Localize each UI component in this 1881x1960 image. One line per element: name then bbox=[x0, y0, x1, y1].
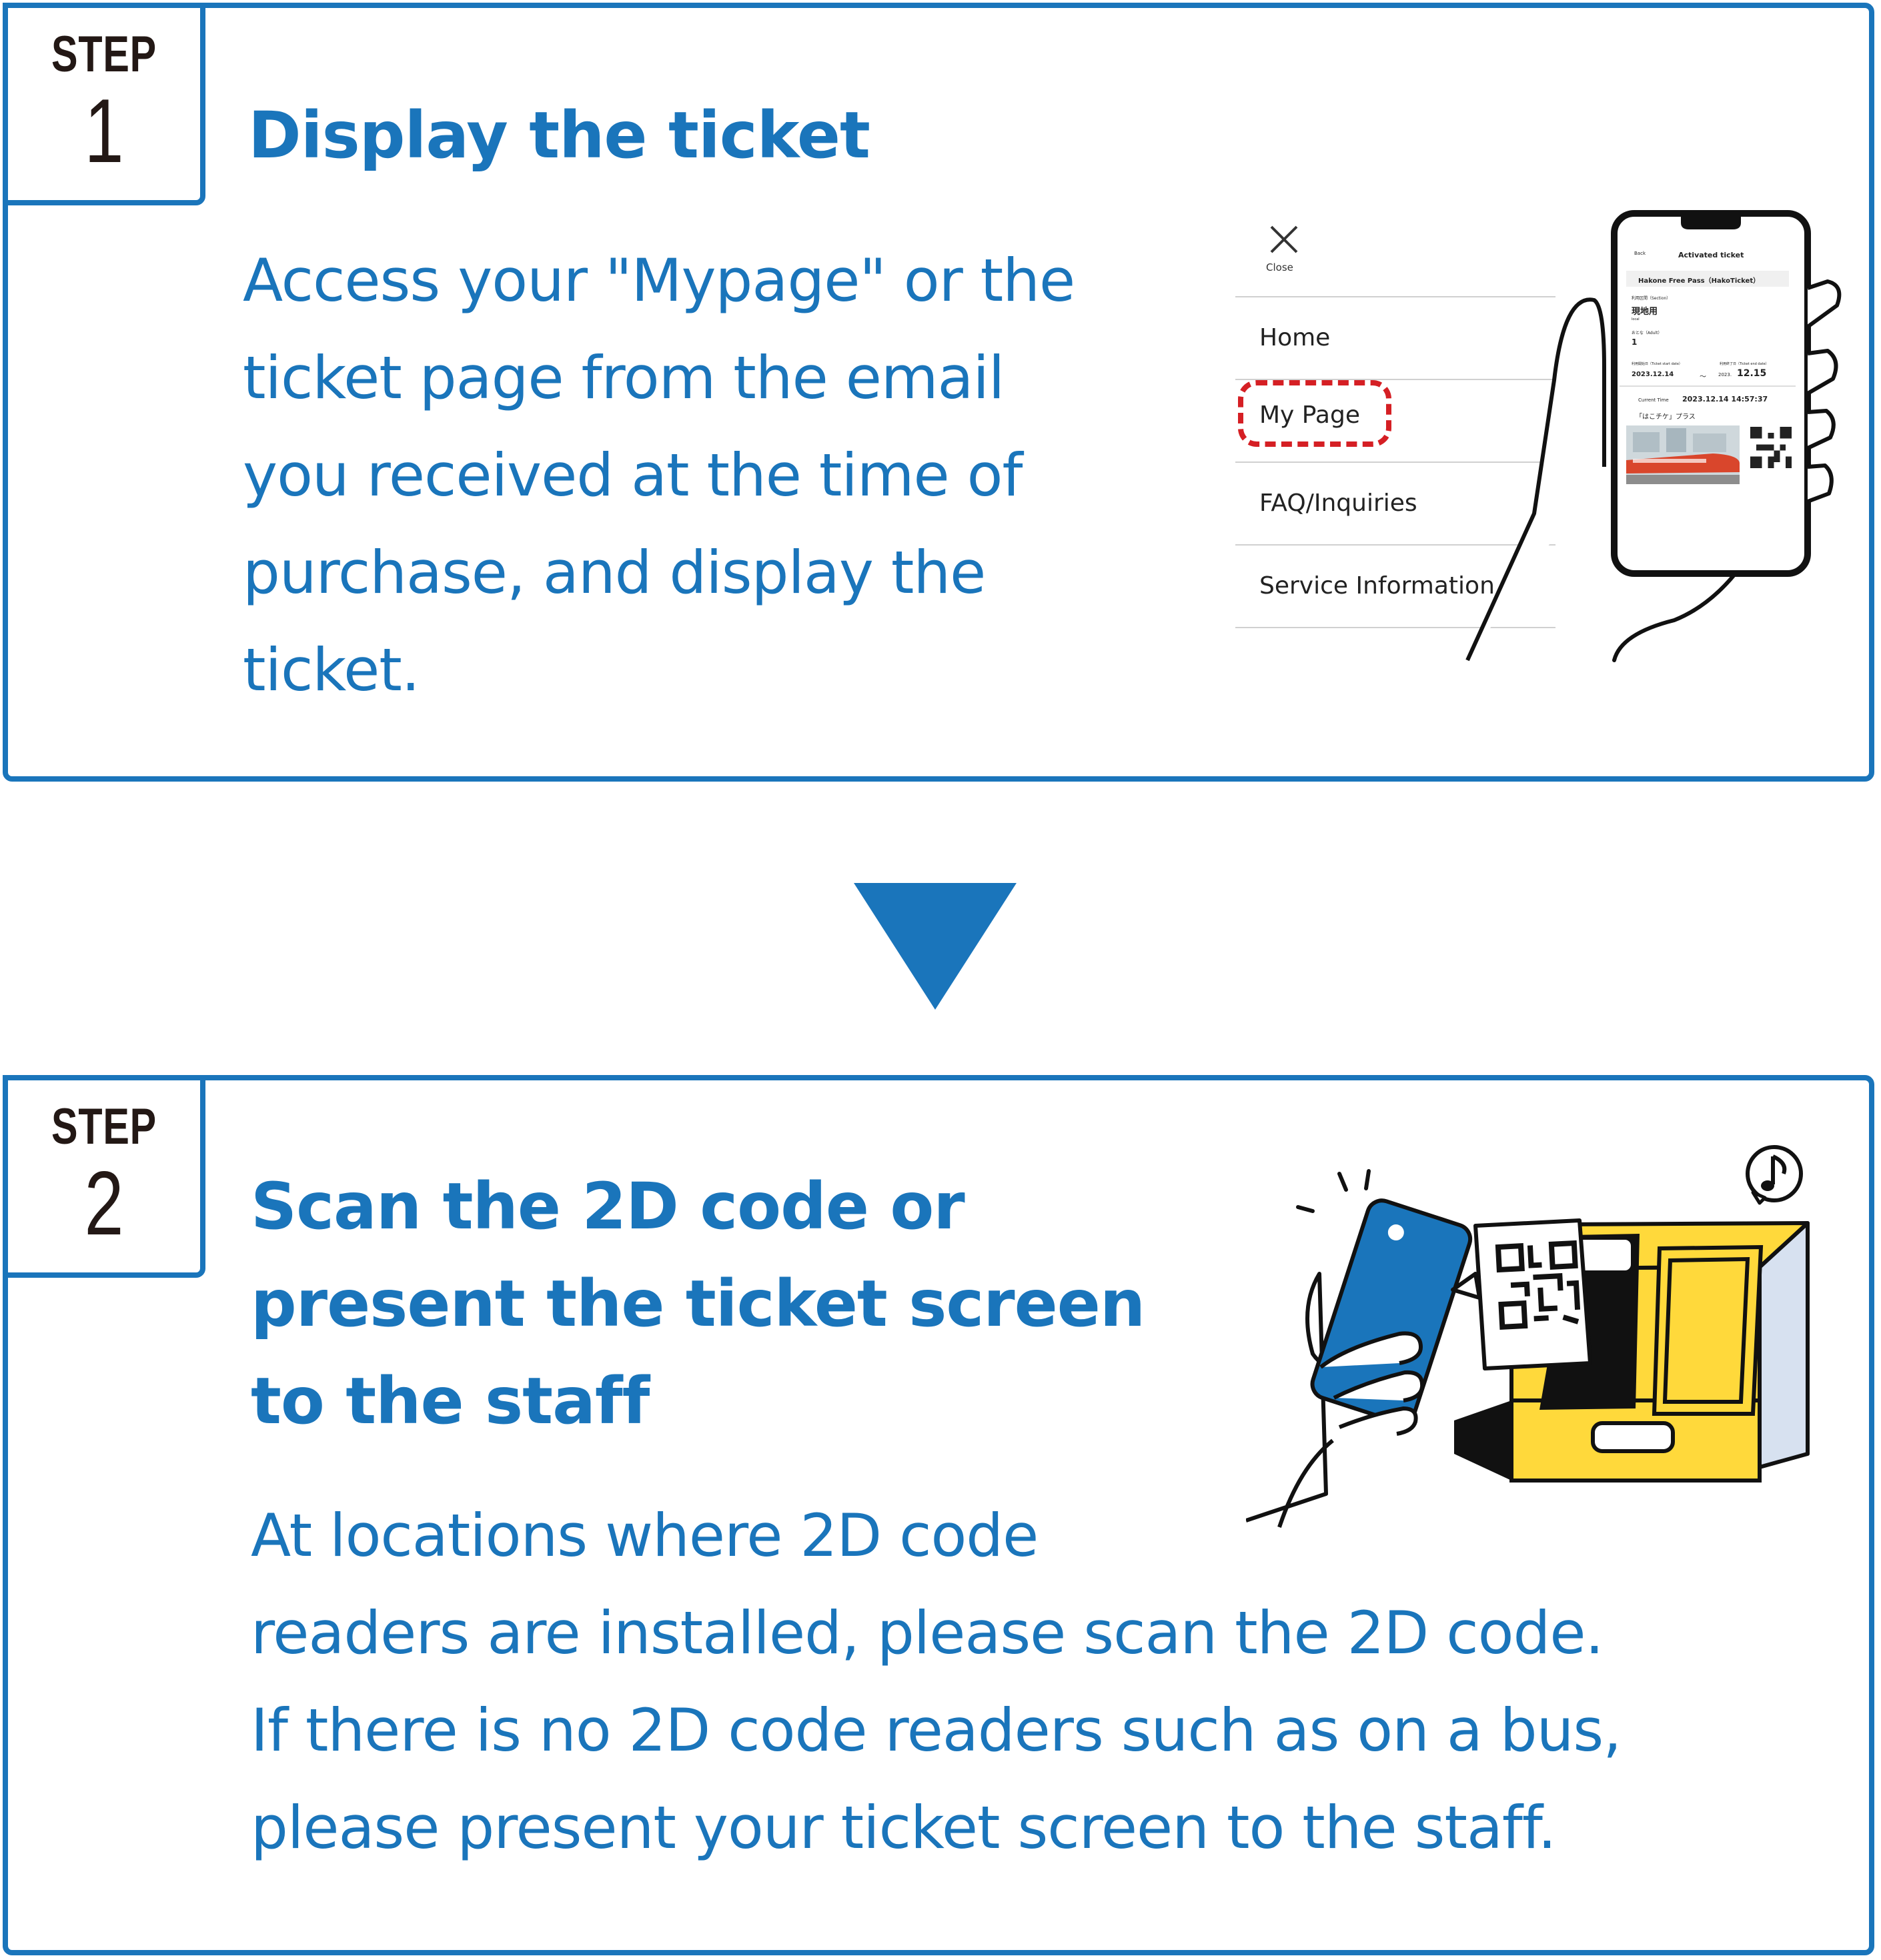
plus-label: 「はこチケ」プラス bbox=[1636, 413, 1696, 421]
2d-code-reader-illustration bbox=[1246, 1145, 1810, 1528]
section-label: 利用区間（Section） bbox=[1632, 296, 1671, 301]
train-photo bbox=[1626, 425, 1740, 484]
end-date-label: 利用終了日（Ticket end date） bbox=[1720, 362, 1769, 366]
close-label: Close bbox=[1266, 261, 1293, 273]
start-date: 2023.12.14 bbox=[1632, 371, 1674, 378]
adult-label: おとな（Adult） bbox=[1632, 331, 1662, 335]
current-time: 2023.12.14 14:57:37 bbox=[1682, 395, 1768, 403]
start-date-label: 利用開始日（Ticket start date） bbox=[1632, 362, 1682, 366]
step-label: STEP bbox=[51, 1098, 157, 1155]
date-separator: ～ bbox=[1700, 373, 1706, 381]
step-1-badge: STEP 1 bbox=[3, 3, 205, 205]
menu-item-my-page: My Page bbox=[1259, 401, 1360, 429]
my-page-highlight bbox=[1238, 380, 1391, 447]
ticket-qr-code bbox=[1750, 427, 1792, 468]
music-note-icon bbox=[1746, 1145, 1803, 1205]
step-1-description: Access your "Mypage" or the ticket page … bbox=[243, 246, 1075, 704]
reader-qr-code bbox=[1495, 1240, 1581, 1330]
menu-item-home: Home bbox=[1259, 324, 1331, 351]
step-number: 1 bbox=[84, 80, 124, 181]
down-arrow-icon bbox=[854, 883, 1017, 1010]
menu-illustration: Close Home My Page FAQ/Inquiries Service… bbox=[1235, 220, 1555, 660]
close-icon bbox=[1270, 225, 1298, 253]
end-year: 2023. bbox=[1718, 372, 1732, 377]
activated-ticket-header: Activated ticket bbox=[1678, 251, 1744, 259]
step-2-badge: STEP 2 bbox=[3, 1075, 205, 1278]
step-label: STEP bbox=[51, 26, 157, 83]
step-number: 2 bbox=[84, 1152, 124, 1254]
ticket-name: Hakone Free Pass（HakoTicket） bbox=[1638, 277, 1760, 285]
menu-item-faq: FAQ/Inquiries bbox=[1259, 489, 1417, 517]
ticket-screen: Back Activated ticket Hakone Free Pass（H… bbox=[1620, 231, 1796, 558]
section-value: 現地用 bbox=[1632, 307, 1658, 317]
menu-item-service-information: Service Information bbox=[1259, 572, 1495, 600]
adult-count: 1 bbox=[1632, 337, 1638, 347]
step-1-title: Display the ticket bbox=[248, 98, 870, 173]
step-2-description: At locations where 2D code readers are i… bbox=[251, 1501, 1622, 1862]
end-date: 12.15 bbox=[1737, 368, 1767, 379]
current-time-label: Current Time bbox=[1638, 397, 1669, 403]
back-label: Back bbox=[1634, 251, 1646, 256]
step-2-title: Scan the 2D code or present the ticket s… bbox=[251, 1169, 1145, 1438]
local-label: local bbox=[1632, 317, 1640, 321]
